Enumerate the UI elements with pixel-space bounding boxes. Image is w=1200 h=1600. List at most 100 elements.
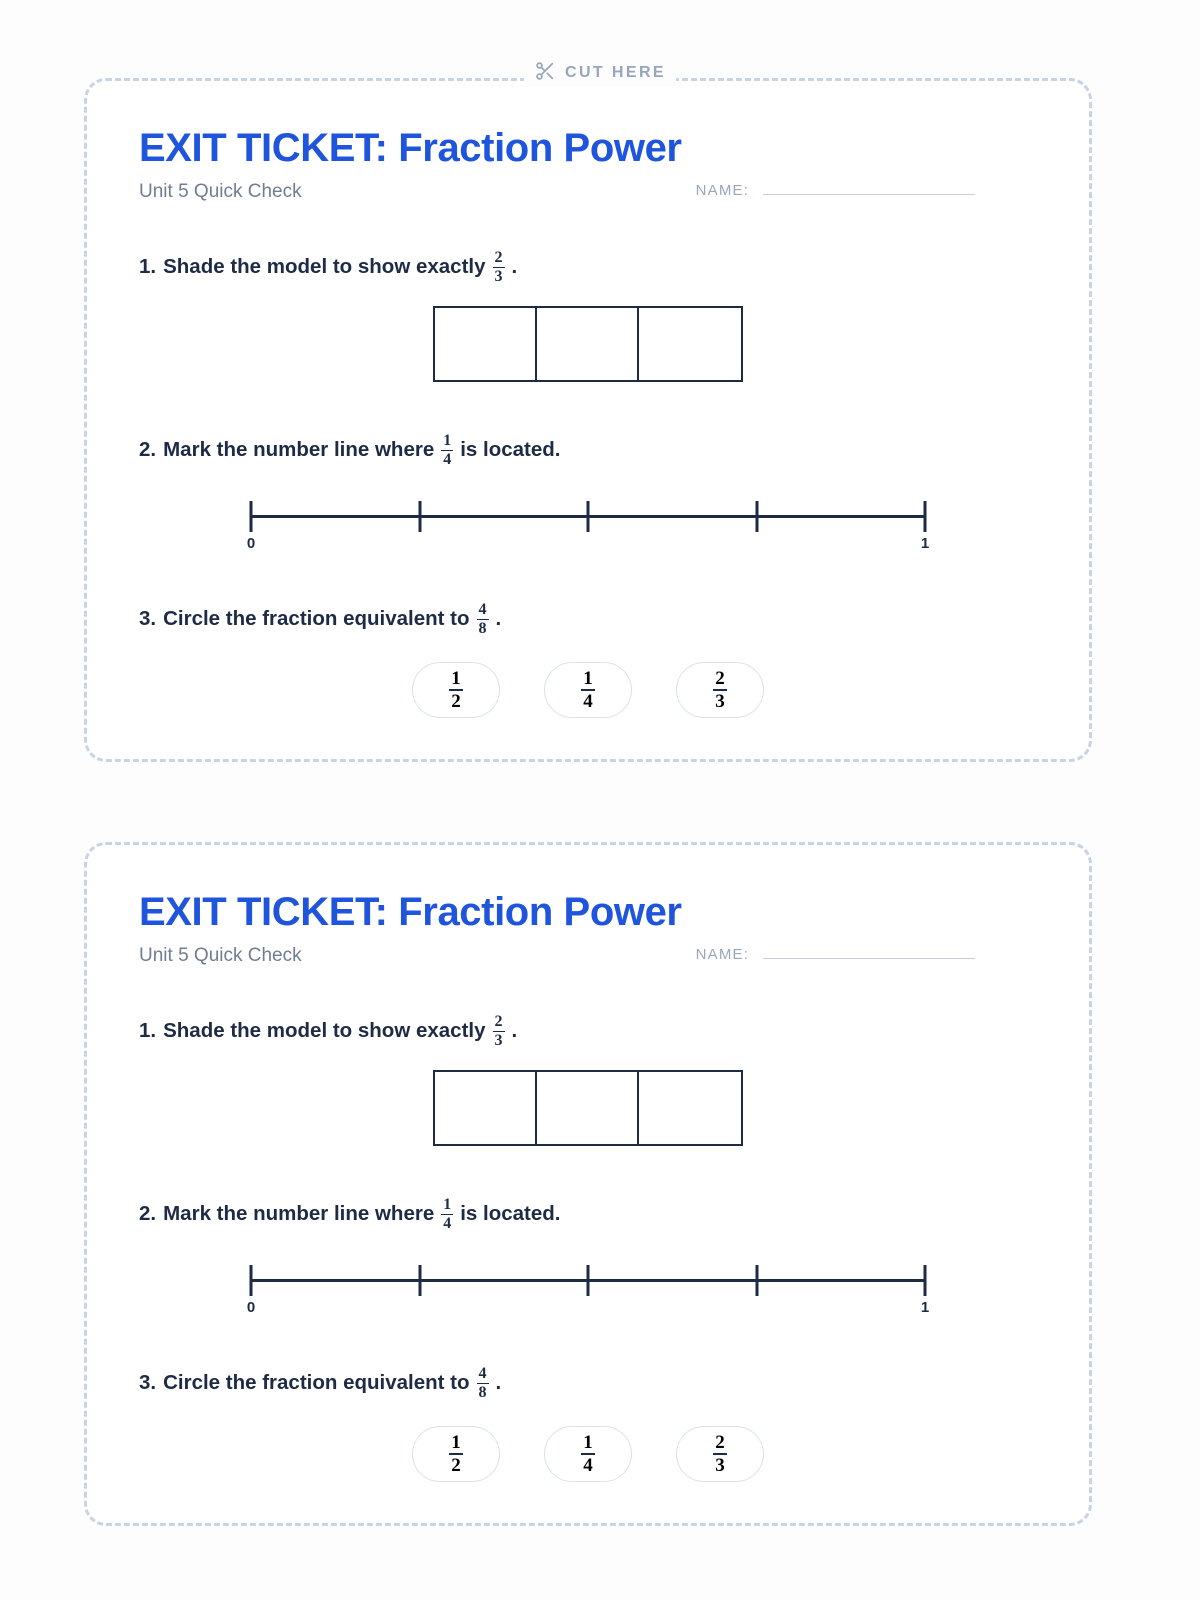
question-3-text: 3. Circle the fraction equivalent to 4 8… <box>139 1365 1037 1401</box>
fraction-denominator: 4 <box>441 1214 454 1232</box>
question-2-text: 2. Mark the number line where 1 4 is loc… <box>139 432 1037 468</box>
fraction-denominator: 3 <box>492 267 505 285</box>
fraction-numerator: 4 <box>478 1365 487 1382</box>
number-line-tick <box>249 501 253 532</box>
number-line-tick <box>249 1265 253 1296</box>
fraction-model-row-1 <box>139 306 1037 382</box>
question-1-fraction: 2 3 <box>492 249 505 285</box>
question-3: 3. Circle the fraction equivalent to 4 8… <box>139 1365 1037 1482</box>
question-1-text: 1. Shade the model to show exactly 2 3 . <box>139 1013 1037 1049</box>
answer-option[interactable]: 1 4 <box>544 1426 632 1482</box>
ticket-header-2: EXIT TICKET: Fraction Power Unit 5 Quick… <box>139 891 1037 967</box>
page-subtitle: Unit 5 Quick Check <box>139 945 302 966</box>
option-fraction: 1 4 <box>581 669 595 711</box>
fraction-denominator: 2 <box>449 689 463 712</box>
question-3-number: 3. <box>139 1370 157 1394</box>
answer-option[interactable]: 1 2 <box>412 1426 500 1482</box>
question-2-number: 2. <box>139 437 157 461</box>
page-title: EXIT TICKET: Fraction Power <box>139 126 682 170</box>
question-2-prompt: Mark the number line where <box>163 437 435 461</box>
number-line-end-label: 1 <box>920 535 930 552</box>
fraction-numerator: 2 <box>715 668 725 689</box>
model-cell[interactable] <box>537 308 639 380</box>
fraction-numerator: 4 <box>478 601 487 618</box>
fraction-numerator: 1 <box>443 1196 452 1213</box>
question-2: 2. Mark the number line where 1 4 is loc… <box>139 432 1037 553</box>
name-field-group-1: NAME: <box>696 179 1037 203</box>
answer-options-2: 1 2 1 4 2 3 <box>139 1426 1037 1482</box>
exit-ticket-card-1: EXIT TICKET: Fraction Power Unit 5 Quick… <box>84 78 1092 762</box>
answer-option[interactable]: 2 3 <box>676 1426 764 1482</box>
question-3-prompt: Circle the fraction equivalent to <box>163 1370 470 1394</box>
number-line-end-label: 1 <box>920 1299 930 1316</box>
fraction-denominator: 4 <box>581 689 595 712</box>
number-line-tick <box>586 1265 590 1296</box>
question-3-suffix: . <box>495 606 502 630</box>
fraction-numerator: 1 <box>443 432 452 449</box>
question-1-text: 1. Shade the model to show exactly 2 3 . <box>139 249 1037 285</box>
question-2-suffix: is located. <box>460 1201 561 1225</box>
page-subtitle: Unit 5 Quick Check <box>139 181 302 202</box>
question-1-suffix: . <box>511 254 518 278</box>
number-line-tick <box>923 1265 927 1296</box>
question-3: 3. Circle the fraction equivalent to 4 8… <box>139 601 1037 718</box>
fraction-denominator: 2 <box>449 1453 463 1476</box>
fraction-denominator: 3 <box>492 1031 505 1049</box>
name-field-group-2: NAME: <box>696 943 1037 967</box>
option-fraction: 1 4 <box>581 1433 595 1475</box>
question-3-fraction: 4 8 <box>476 601 489 637</box>
option-fraction: 2 3 <box>713 669 727 711</box>
name-input[interactable] <box>763 943 976 959</box>
answer-option[interactable]: 1 4 <box>544 662 632 718</box>
fraction-denominator: 3 <box>713 1453 727 1476</box>
model-cell[interactable] <box>639 308 741 380</box>
fraction-numerator: 1 <box>451 668 461 689</box>
question-1-prompt: Shade the model to show exactly <box>163 1018 486 1042</box>
question-3-number: 3. <box>139 606 157 630</box>
model-cell[interactable] <box>639 1072 741 1144</box>
number-line-wrap-1: 0 1 <box>139 493 1037 552</box>
number-line-1[interactable]: 0 1 <box>247 493 929 552</box>
name-label: NAME: <box>695 182 750 199</box>
question-1-fraction: 2 3 <box>492 1013 505 1049</box>
question-2-text: 2. Mark the number line where 1 4 is loc… <box>139 1196 1037 1232</box>
number-line-tick <box>923 501 927 532</box>
fraction-numerator: 1 <box>583 1432 593 1453</box>
answer-option[interactable]: 1 2 <box>412 662 500 718</box>
question-3-fraction: 4 8 <box>476 1365 489 1401</box>
question-1-number: 1. <box>139 1018 157 1042</box>
question-2-number: 2. <box>139 1201 157 1225</box>
question-2-suffix: is located. <box>460 437 561 461</box>
fraction-numerator: 1 <box>451 1432 461 1453</box>
model-cell[interactable] <box>435 308 537 380</box>
page-title: EXIT TICKET: Fraction Power <box>139 890 682 934</box>
number-line-2[interactable]: 0 1 <box>247 1257 929 1316</box>
question-3-prompt: Circle the fraction equivalent to <box>163 606 470 630</box>
fraction-model-2 <box>433 1070 743 1146</box>
fraction-model-row-2 <box>139 1070 1037 1146</box>
question-1-number: 1. <box>139 254 157 278</box>
number-line-start-label: 0 <box>246 1299 256 1316</box>
question-2: 2. Mark the number line where 1 4 is loc… <box>139 1196 1037 1317</box>
fraction-denominator: 4 <box>581 1453 595 1476</box>
number-line-wrap-2: 0 1 <box>139 1257 1037 1316</box>
answer-option[interactable]: 2 3 <box>676 662 764 718</box>
fraction-denominator: 3 <box>713 689 727 712</box>
question-2-prompt: Mark the number line where <box>163 1201 435 1225</box>
fraction-denominator: 8 <box>476 1383 489 1401</box>
name-input[interactable] <box>763 179 976 195</box>
fraction-numerator: 2 <box>494 249 503 266</box>
fraction-numerator: 2 <box>494 1013 503 1030</box>
option-fraction: 1 2 <box>449 1433 463 1475</box>
question-1: 1. Shade the model to show exactly 2 3 . <box>139 249 1037 382</box>
question-2-fraction: 1 4 <box>441 1196 454 1232</box>
question-2-fraction: 1 4 <box>441 432 454 468</box>
model-cell[interactable] <box>537 1072 639 1144</box>
title-block-2: EXIT TICKET: Fraction Power Unit 5 Quick… <box>139 891 682 967</box>
number-line-tick <box>755 1265 758 1296</box>
model-cell[interactable] <box>435 1072 537 1144</box>
option-fraction: 2 3 <box>713 1433 727 1475</box>
number-line-tick <box>418 501 421 532</box>
exit-ticket-card-2: EXIT TICKET: Fraction Power Unit 5 Quick… <box>84 842 1092 1526</box>
